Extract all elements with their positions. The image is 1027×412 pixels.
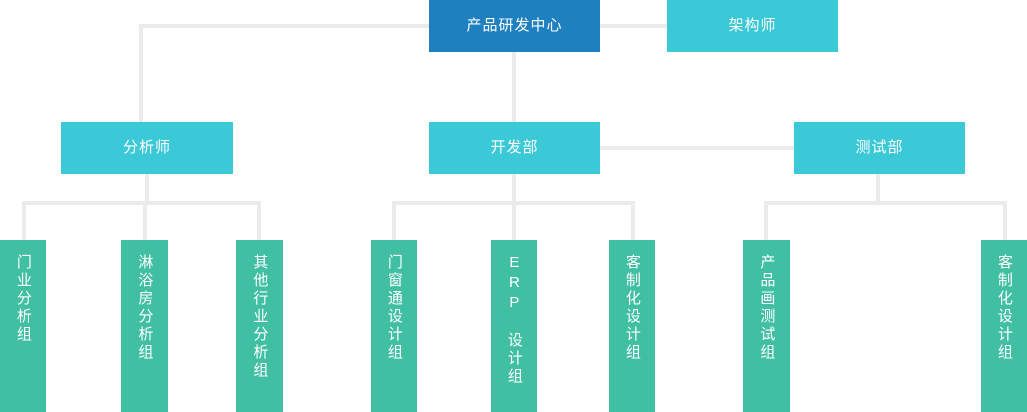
connector-qa-leaf7-drop [764, 201, 768, 240]
node-label: 分析师 [122, 139, 171, 156]
node-label: 测试部 [855, 139, 904, 156]
connector-analyst-down [145, 174, 149, 203]
node-custom-design-group-qa[interactable]: 客制化设计组 [981, 240, 1027, 412]
connector-qa-leaf8-drop [1003, 201, 1007, 240]
node-other-industry-analysis-group[interactable]: 其他行业分析组 [236, 240, 283, 412]
connector-dev-down [512, 174, 516, 203]
connector-root-to-dev-drop [512, 52, 516, 122]
connector-dev-leaf6-drop [631, 201, 635, 240]
connector-qa-down [876, 174, 880, 203]
node-label-erp: ERP [505, 254, 523, 314]
node-dev-department[interactable]: 开发部 [429, 122, 600, 174]
node-shower-room-analysis-group[interactable]: 淋浴房分析组 [121, 240, 168, 412]
node-erp-design-group[interactable]: ERP 设计组 [491, 240, 537, 412]
connector-root-to-architect [600, 24, 667, 28]
connector-dev-leaf4-drop [392, 201, 396, 240]
node-label: 淋浴房分析组 [136, 254, 154, 362]
node-analyst[interactable]: 分析师 [61, 122, 233, 174]
connector-dev-to-qa [600, 146, 794, 150]
node-label-design-group: 设计组 [505, 332, 523, 386]
node-architect[interactable]: 架构师 [667, 0, 838, 52]
connector-analyst-leaf1-drop [22, 201, 26, 240]
node-label: 产品研发中心 [466, 17, 563, 34]
connector-root-to-analyst-drop [139, 24, 143, 122]
node-product-drawing-test-group[interactable]: 产品画测试组 [743, 240, 790, 412]
node-product-rd-center[interactable]: 产品研发中心 [429, 0, 600, 52]
node-label: 开发部 [490, 139, 539, 156]
node-door-industry-analysis-group[interactable]: 门业分析组 [0, 240, 46, 412]
node-label: 客制化设计组 [623, 254, 641, 362]
node-label: 其他行业分析组 [251, 254, 269, 380]
connector-analyst-leaf3-drop [257, 201, 261, 240]
connector-analyst-leaf2-drop [143, 201, 147, 240]
node-label: 客制化设计组 [995, 254, 1013, 362]
connector-qa-bus [764, 201, 1007, 205]
connector-dev-leaf5-drop [512, 201, 516, 240]
node-label: ERP 设计组 [505, 254, 523, 386]
node-door-window-design-group[interactable]: 门窗通设计组 [371, 240, 417, 412]
node-label: 产品画测试组 [758, 254, 776, 362]
node-label: 门窗通设计组 [385, 254, 403, 362]
node-qa-department[interactable]: 测试部 [794, 122, 965, 174]
connector-root-left-stem [139, 24, 429, 28]
node-custom-design-group-dev[interactable]: 客制化设计组 [609, 240, 655, 412]
node-label: 门业分析组 [14, 254, 32, 344]
connector-analyst-bus [22, 201, 259, 205]
node-label: 架构师 [728, 17, 777, 34]
